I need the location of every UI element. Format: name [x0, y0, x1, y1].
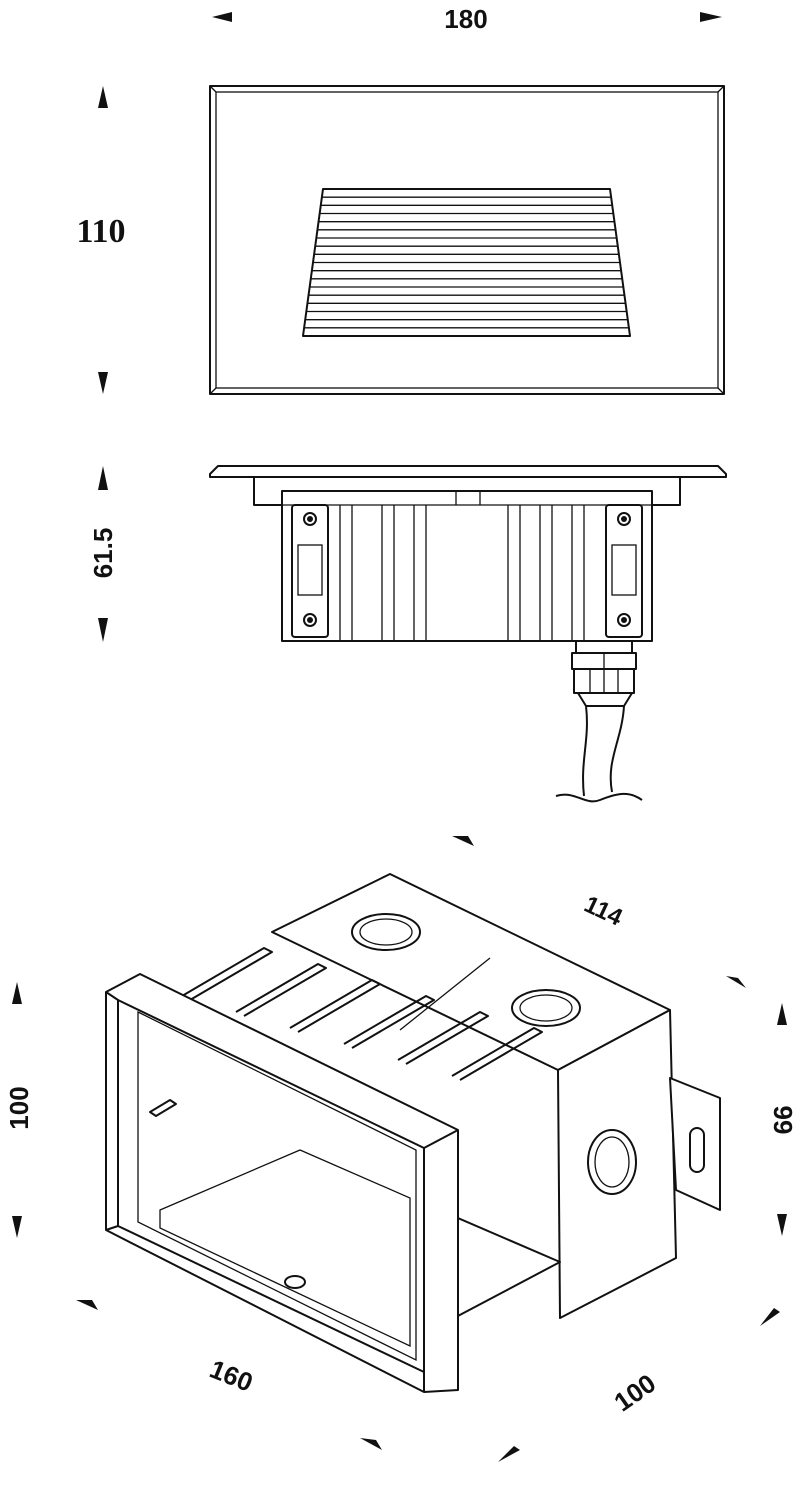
mounting-bracket-right — [605, 504, 643, 638]
dim-arrow-right — [700, 12, 722, 22]
heat-sink-fins — [339, 505, 585, 641]
side-bracket — [669, 1077, 721, 1211]
dim-arrow-top-side — [98, 466, 108, 490]
dim-box-height-left: 100 — [4, 1086, 34, 1129]
faceplate-outer — [209, 85, 725, 395]
side-housing — [281, 490, 653, 642]
dim-box-height-right: 99 — [768, 1106, 798, 1135]
dim-box-top-width: 114 — [580, 891, 627, 932]
dim-front-width: 180 — [444, 4, 487, 34]
upper-fins — [181, 947, 543, 1081]
box-fin — [343, 995, 435, 1049]
pin — [149, 1099, 177, 1117]
dim-arrow-bottom-side — [98, 618, 108, 642]
dim-side-depth: 61.5 — [88, 528, 118, 579]
knockout-hole — [351, 913, 421, 951]
side-flange — [209, 465, 727, 478]
cable-gland — [571, 640, 637, 707]
dim-box-depth: 100 — [608, 1368, 661, 1417]
dim-arrow-top — [98, 86, 108, 108]
dim-arrow-left — [212, 12, 232, 22]
knockout-hole — [587, 1129, 637, 1195]
box-fin — [451, 1027, 543, 1081]
dim-box-front-width: 160 — [206, 1354, 257, 1398]
isometric-view: 114 100 99 160 100 — [4, 836, 798, 1462]
faceplate-inner — [215, 91, 719, 389]
dim-arrow-bottom — [98, 372, 108, 394]
box-fin — [289, 979, 381, 1033]
knockout-hole — [511, 989, 581, 1027]
box-fin — [235, 963, 327, 1017]
box-right-face — [557, 1009, 677, 1319]
front-view: 180 110 — [76, 4, 725, 395]
box-fin — [181, 947, 273, 1001]
dim-front-height: 110 — [76, 213, 125, 250]
louvre-slats — [304, 196, 629, 329]
cable — [582, 705, 625, 797]
side-view: 61.5 — [88, 465, 727, 803]
box-fin — [397, 1011, 489, 1065]
mounting-bracket-left — [291, 504, 329, 638]
